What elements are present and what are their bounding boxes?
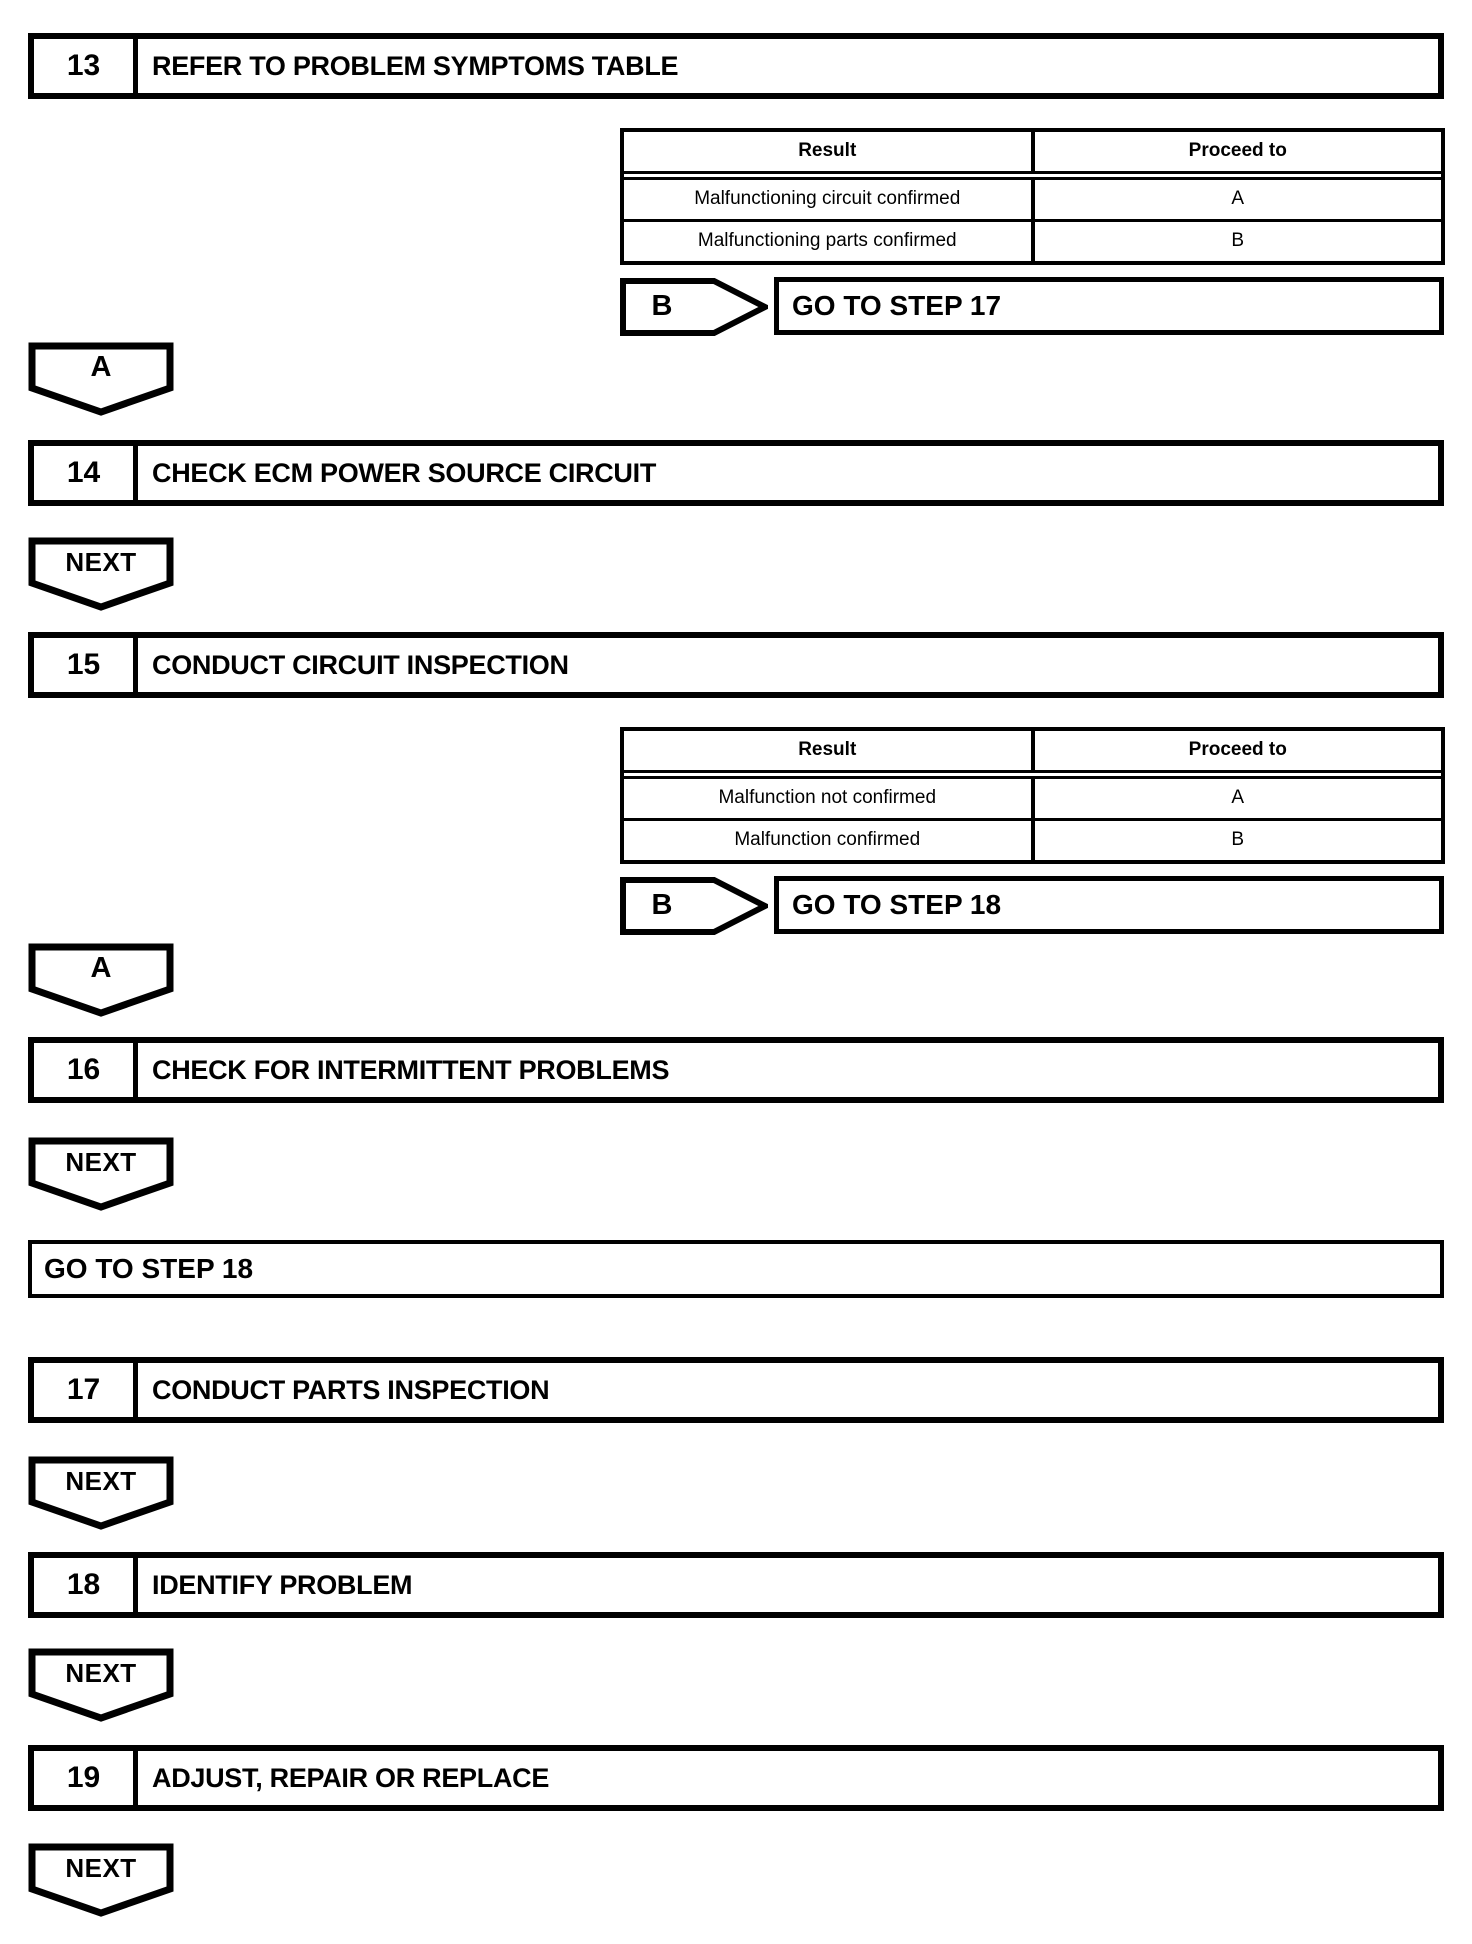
table-header-proceed-to: Proceed to <box>1030 132 1442 171</box>
step-box-17: 17 CONDUCT PARTS INSPECTION <box>28 1357 1444 1423</box>
branch-arrow-right-icon <box>620 877 768 935</box>
table-header-row: Result Proceed to <box>624 132 1441 180</box>
connector-label: A <box>90 350 112 383</box>
connector-label: A <box>90 951 112 984</box>
table-cell-result: Malfunctioning parts confirmed <box>697 230 957 251</box>
connector-a-1: A <box>28 342 174 416</box>
step-title: CHECK FOR INTERMITTENT PROBLEMS <box>152 1054 670 1085</box>
step-number: 19 <box>34 1751 138 1805</box>
step-number: 15 <box>34 638 138 692</box>
table-cell-result: Malfunction confirmed <box>734 829 921 850</box>
connector-label: NEXT <box>65 1465 137 1496</box>
table-cell-result: Malfunction not confirmed <box>718 787 937 808</box>
result-table-2: Result Proceed to Malfunction not confir… <box>620 727 1445 864</box>
step-title: IDENTIFY PROBLEM <box>152 1569 413 1600</box>
step-title: REFER TO PROBLEM SYMPTOMS TABLE <box>152 50 679 81</box>
table-cell-proceed: B <box>1030 821 1442 860</box>
step-box-15: 15 CONDUCT CIRCUIT INSPECTION <box>28 632 1444 698</box>
branch-label: B <box>651 888 673 921</box>
connector-label: NEXT <box>65 546 137 577</box>
step-box-14: 14 CHECK ECM POWER SOURCE CIRCUIT <box>28 440 1444 506</box>
pentagon-down-icon <box>28 537 174 611</box>
table-row: Malfunction confirmed B <box>624 818 1441 860</box>
branch-arrow-right-icon <box>620 278 768 336</box>
pentagon-down-icon <box>28 342 174 416</box>
branch-b-2: B <box>620 877 768 935</box>
pentagon-down-icon <box>28 1843 174 1917</box>
table-cell-proceed: B <box>1030 222 1442 261</box>
goto-step-17-box: GO TO STEP 17 <box>774 277 1444 335</box>
connector-next-5: NEXT <box>28 1843 174 1917</box>
connector-a-2: A <box>28 943 174 1017</box>
step-number: 17 <box>34 1363 138 1417</box>
pentagon-down-icon <box>28 1456 174 1530</box>
connector-next-4: NEXT <box>28 1648 174 1722</box>
branch-label: B <box>651 289 673 322</box>
connector-label: NEXT <box>65 1852 137 1883</box>
connector-next-2: NEXT <box>28 1137 174 1211</box>
table-header-result: Result <box>798 140 857 161</box>
connector-next-3: NEXT <box>28 1456 174 1530</box>
connector-label: NEXT <box>65 1146 137 1177</box>
connector-next-1: NEXT <box>28 537 174 611</box>
goto-step-18-box: GO TO STEP 18 <box>774 876 1444 934</box>
table-row: Malfunctioning circuit confirmed A <box>624 180 1441 219</box>
table-header-row: Result Proceed to <box>624 731 1441 779</box>
table-header-result: Result <box>798 739 857 760</box>
table-row: Malfunction not confirmed A <box>624 779 1441 818</box>
step-title: CONDUCT PARTS INSPECTION <box>152 1374 550 1405</box>
connector-label: NEXT <box>65 1657 137 1688</box>
step-title: CONDUCT CIRCUIT INSPECTION <box>152 649 569 680</box>
step-box-13: 13 REFER TO PROBLEM SYMPTOMS TABLE <box>28 33 1444 99</box>
pentagon-down-icon <box>28 1648 174 1722</box>
step-box-18: 18 IDENTIFY PROBLEM <box>28 1552 1444 1618</box>
branch-b-1: B <box>620 278 768 336</box>
table-cell-proceed: A <box>1030 779 1442 818</box>
step-title: ADJUST, REPAIR OR REPLACE <box>152 1762 550 1793</box>
table-row: Malfunctioning parts confirmed B <box>624 219 1441 261</box>
step-number: 14 <box>34 446 138 500</box>
result-table-1: Result Proceed to Malfunctioning circuit… <box>620 128 1445 265</box>
table-header-proceed-to: Proceed to <box>1030 731 1442 770</box>
step-title: CHECK ECM POWER SOURCE CIRCUIT <box>152 457 657 488</box>
table-cell-proceed: A <box>1030 180 1442 219</box>
pentagon-down-icon <box>28 1137 174 1211</box>
step-box-16: 16 CHECK FOR INTERMITTENT PROBLEMS <box>28 1037 1444 1103</box>
step-number: 16 <box>34 1043 138 1097</box>
step-number: 18 <box>34 1558 138 1612</box>
pentagon-down-icon <box>28 943 174 1017</box>
step-number: 13 <box>34 39 138 93</box>
table-cell-result: Malfunctioning circuit confirmed <box>694 188 961 209</box>
goto-step-18-full-box: GO TO STEP 18 <box>28 1240 1444 1298</box>
step-box-19: 19 ADJUST, REPAIR OR REPLACE <box>28 1745 1444 1811</box>
